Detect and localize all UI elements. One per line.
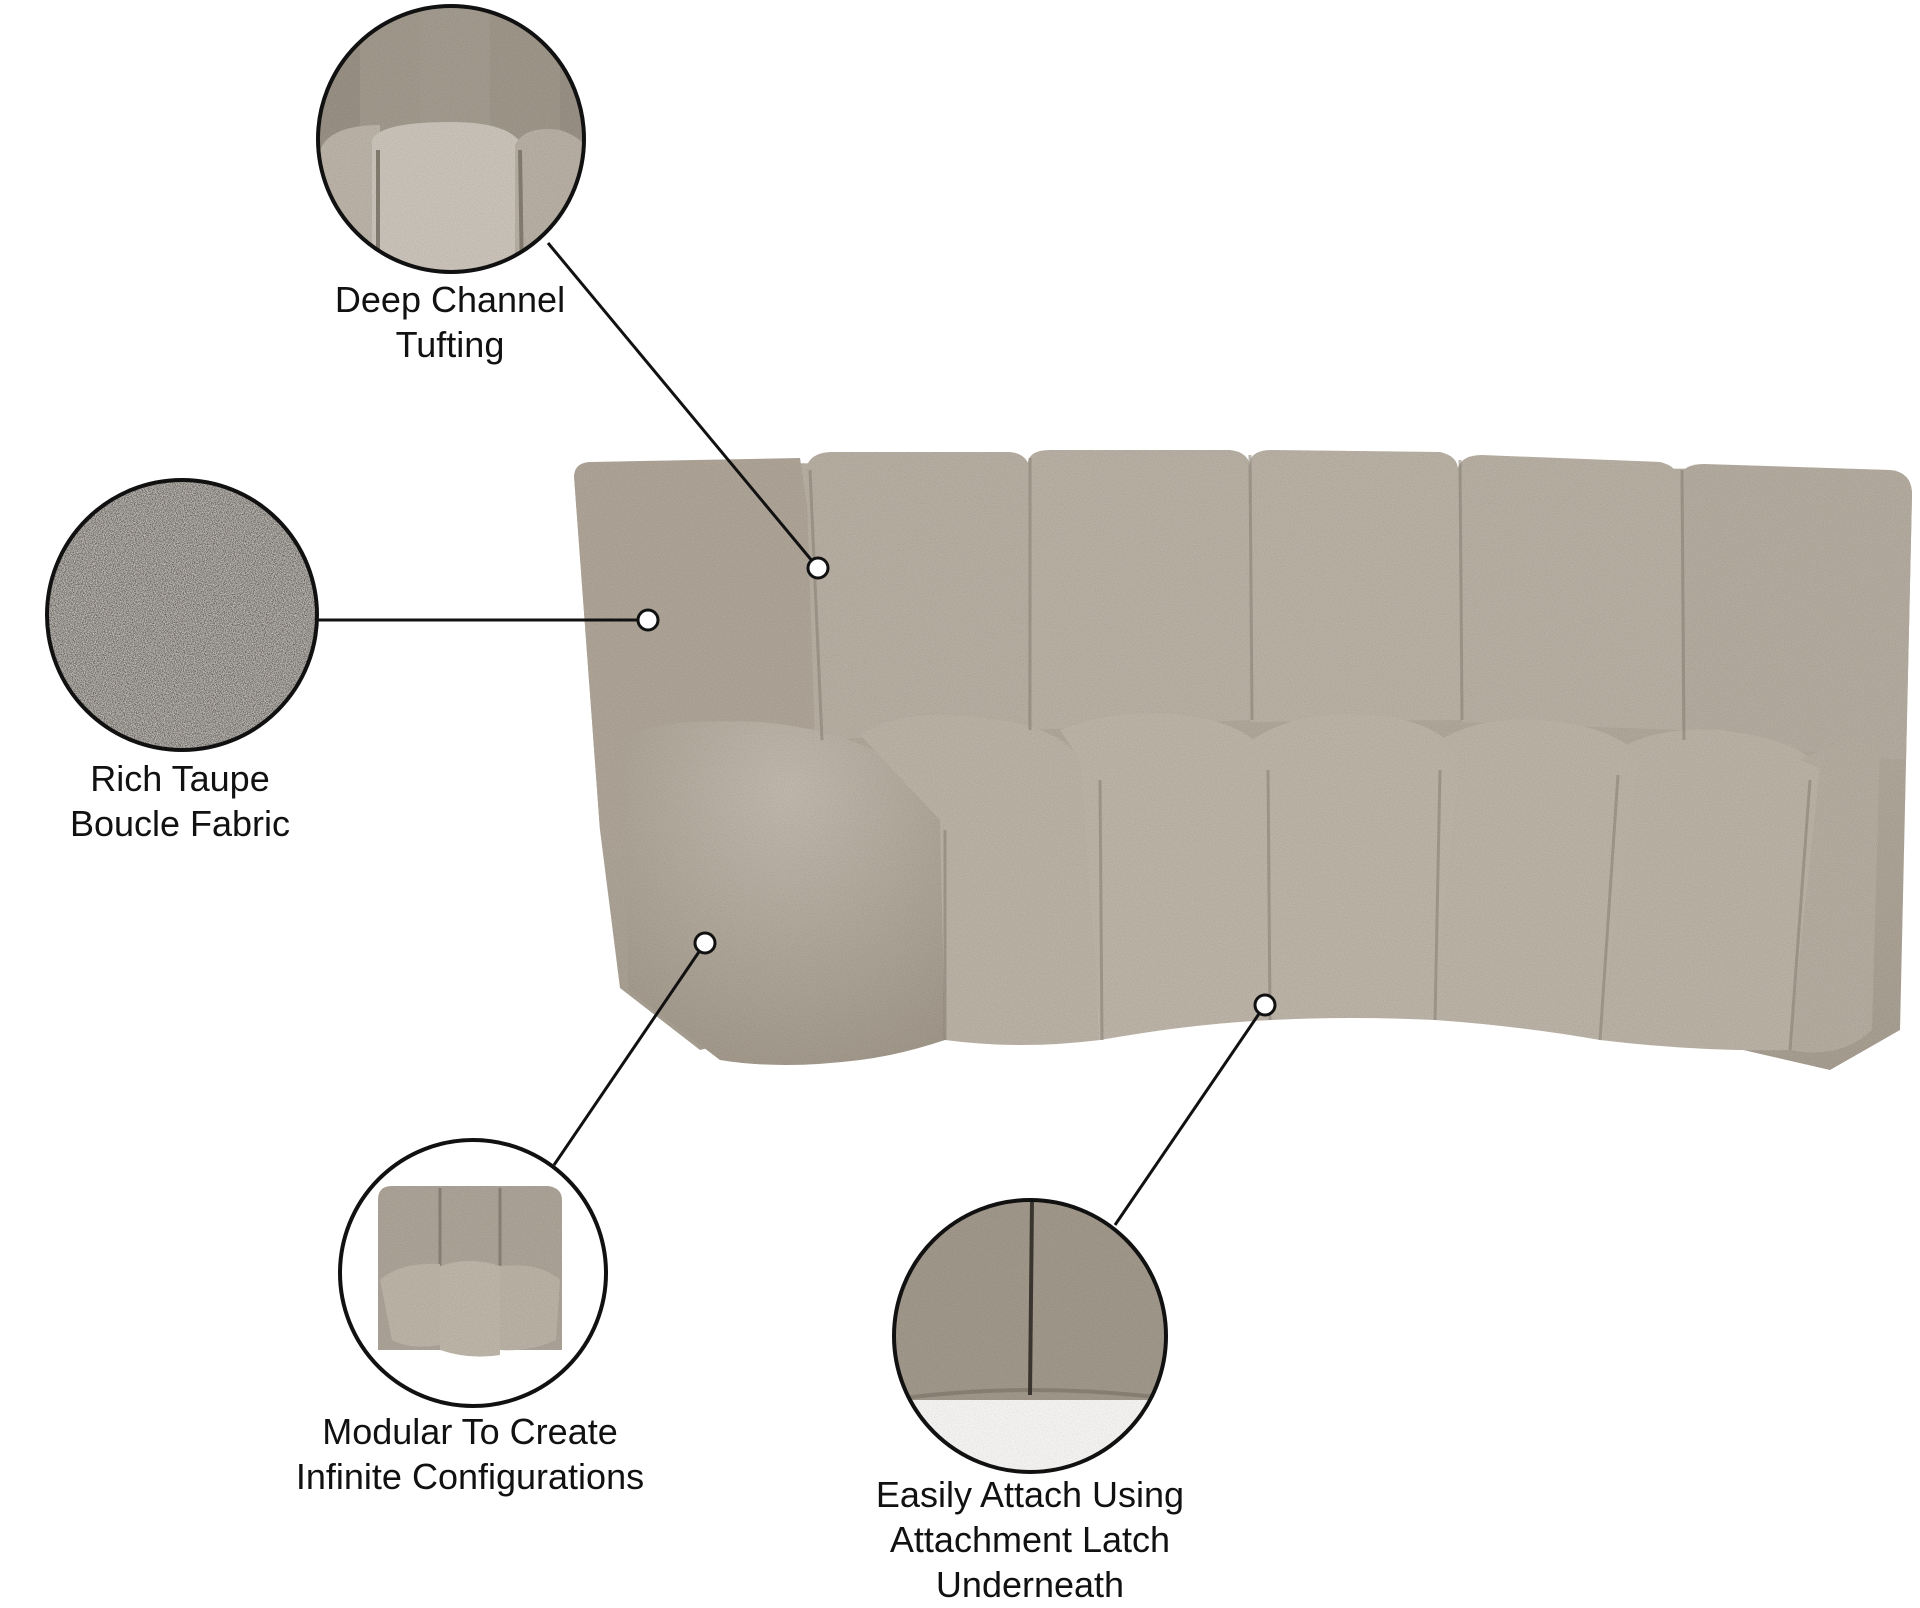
fabric-caption-line-1: Rich Taupe: [90, 758, 270, 799]
callout-lines: [317, 242, 1267, 1226]
tufting-caption-line-2: Tufting: [395, 324, 505, 365]
tufting-marker-dot: [806, 556, 830, 580]
modular-caption: Modular To Create Infinite Configuration…: [270, 1409, 670, 1499]
latch-caption: Easily Attach Using Attachment Latch Und…: [860, 1472, 1200, 1607]
modular-zoom-circle: [338, 1138, 608, 1408]
modular-marker-dot: [693, 931, 717, 955]
modular-caption-line-1: Modular To Create: [322, 1411, 618, 1452]
tufting-zoom-circle: [316, 4, 586, 274]
fabric-marker-dot: [636, 608, 660, 632]
modular-caption-line-2: Infinite Configurations: [295, 1456, 645, 1497]
tufting-caption: Deep Channel Tufting: [330, 277, 570, 367]
feature-markers: [636, 556, 1277, 1017]
latch-caption-line-1: Easily Attach Using: [875, 1474, 1185, 1515]
fabric-caption: Rich Taupe Boucle Fabric: [60, 756, 300, 846]
latch-caption-line-2: Attachment Latch: [889, 1519, 1171, 1560]
tufting-leader-line: [546, 242, 820, 569]
tufting-caption-line-1: Deep Channel: [334, 279, 566, 320]
latch-seam-line: [1028, 1199, 1034, 1396]
latch-leader-line: [1113, 1004, 1267, 1226]
curved-sofa-image: [574, 450, 1912, 1070]
fabric-caption-line-2: Boucle Fabric: [69, 803, 291, 844]
latch-caption-line-3: Underneath: [935, 1564, 1125, 1605]
latch-marker-dot: [1253, 993, 1277, 1017]
latch-zoom-circle: [892, 1198, 1168, 1474]
modular-leader-line: [552, 942, 707, 1166]
fabric-zoom-circle: [45, 478, 319, 752]
